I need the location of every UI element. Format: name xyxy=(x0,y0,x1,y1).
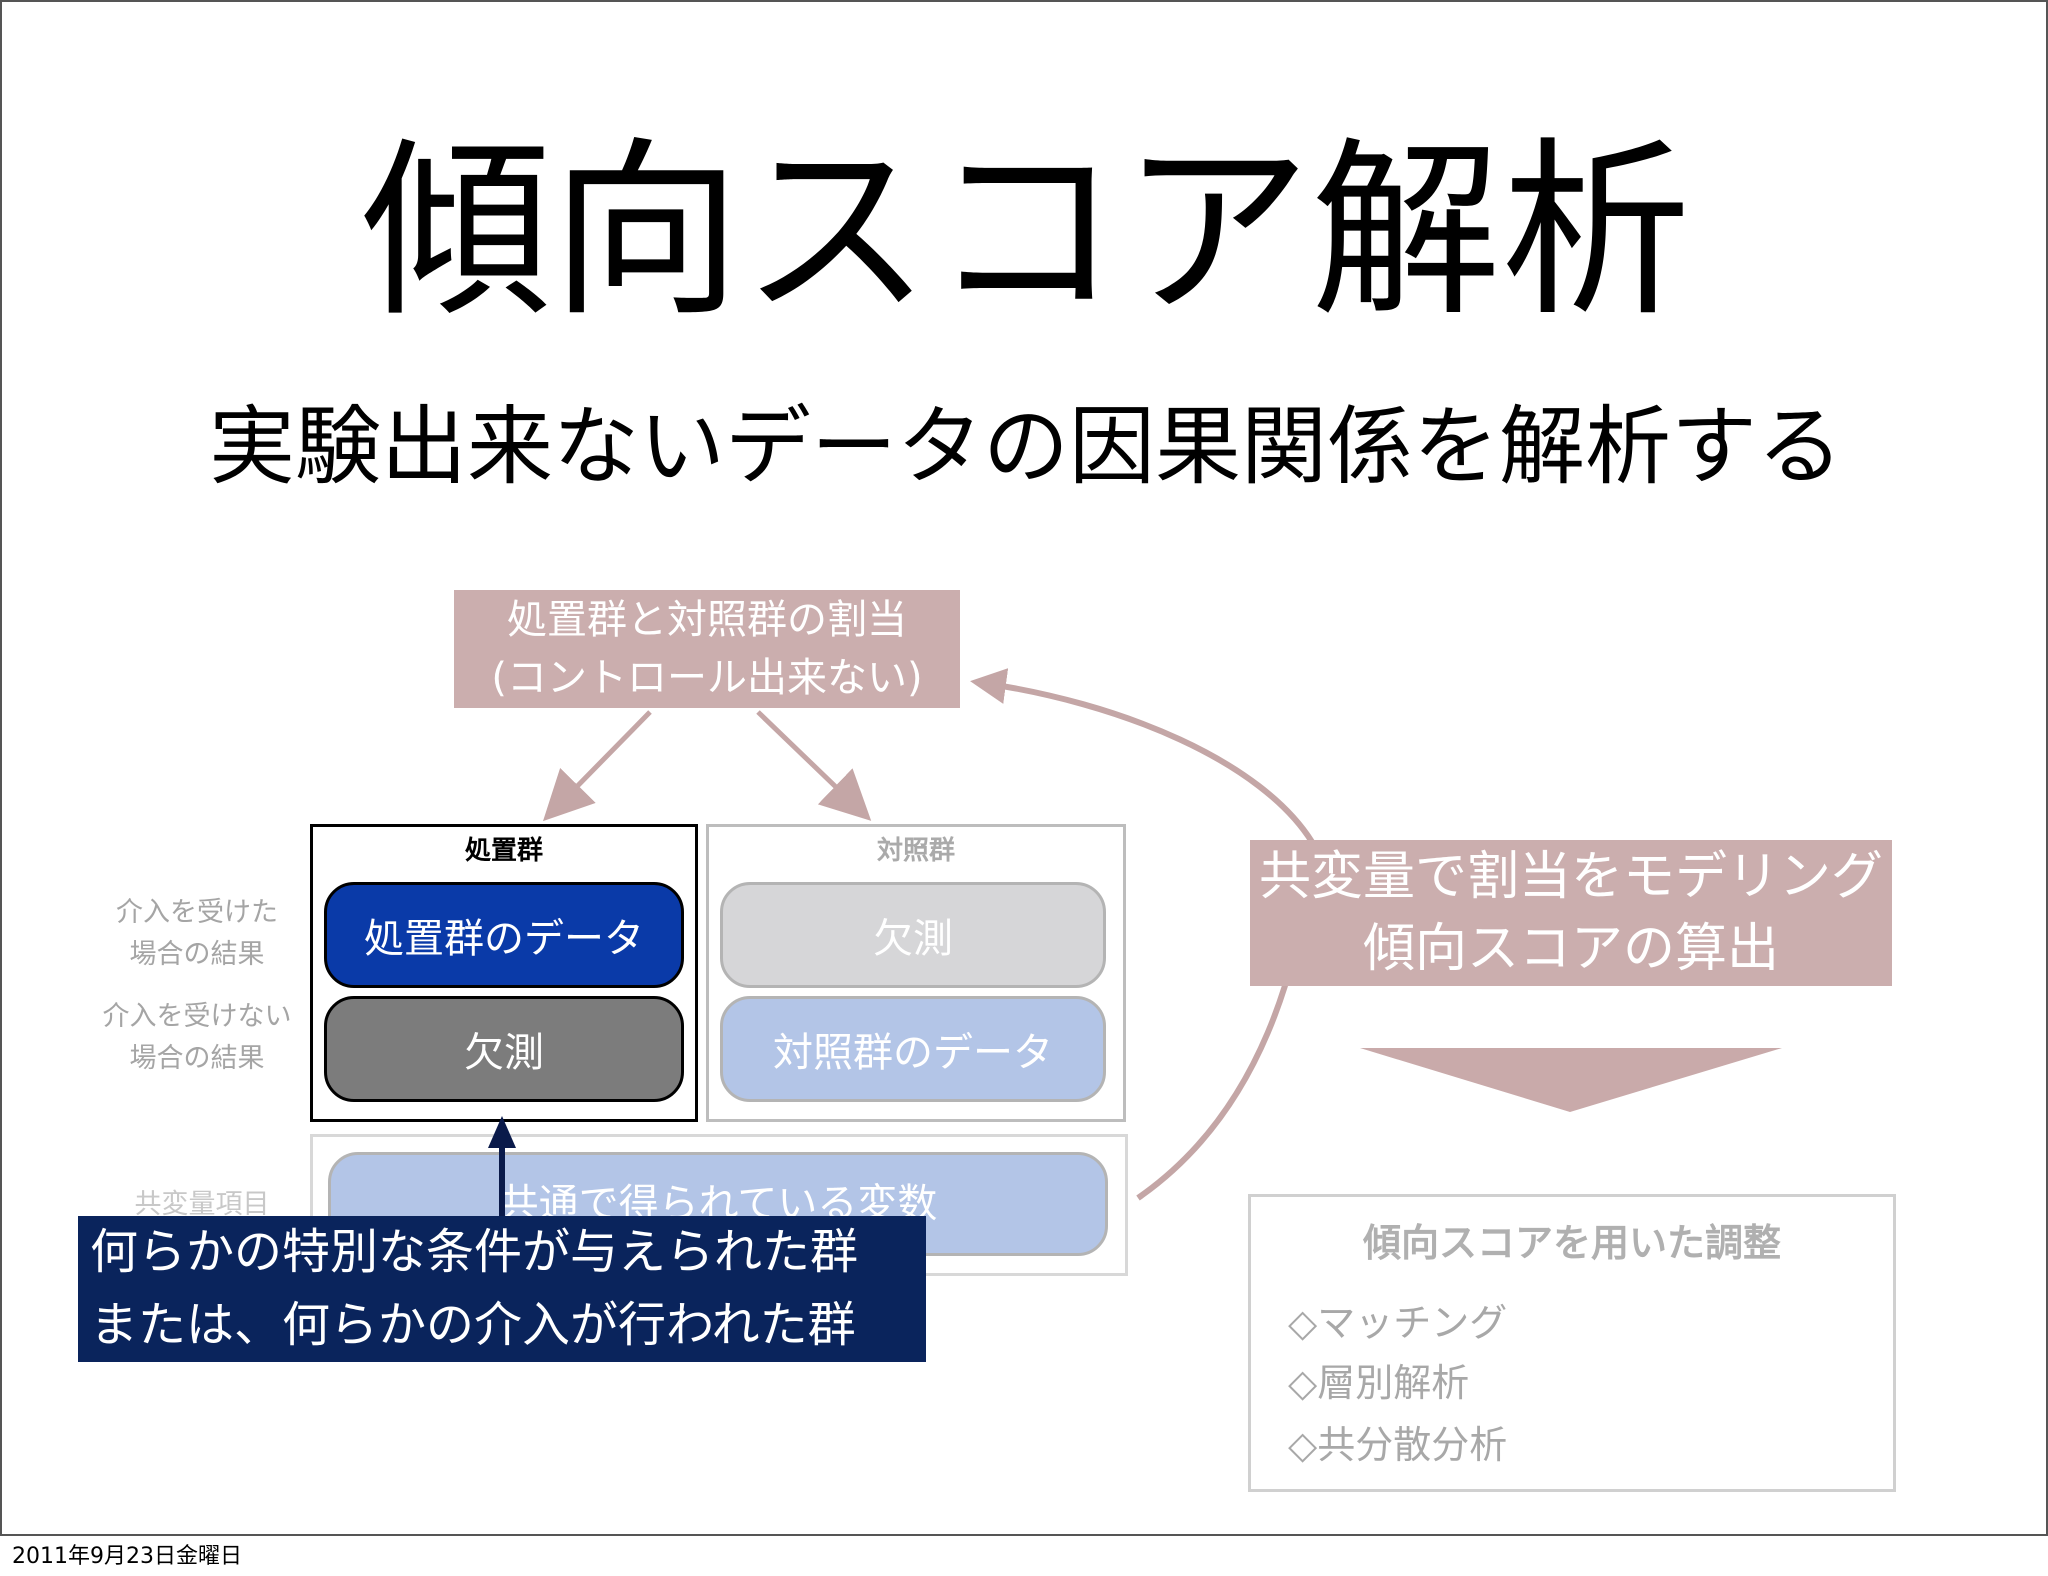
down-triangle-arrow xyxy=(1360,1048,1782,1112)
control-group-title: 対照群 xyxy=(876,836,955,866)
arrow-to-control xyxy=(756,710,872,821)
control-missing-pill: 欠測 xyxy=(720,882,1106,988)
callout-pointer-arrow xyxy=(488,1116,516,1226)
row-label-covariates: 共変量項目 xyxy=(134,1189,270,1220)
callout-line2: または、何らかの介入が行われた群 xyxy=(90,1297,856,1353)
adjustment-item-ancova: ◇共分散分析 xyxy=(1288,1423,1508,1467)
modeling-line1: 共変量で割当をモデリング xyxy=(1258,847,1883,907)
footer-date: 2011年9月23日金曜日 xyxy=(12,1544,242,1569)
assignment-box: 処置群と対照群の割当 (コントロール出来ない) xyxy=(454,590,960,708)
modeling-line2: 傾向スコアの算出 xyxy=(1362,919,1779,979)
adjustment-frame xyxy=(1248,1194,1896,1492)
adjustment-item-matching: ◇マッチング xyxy=(1288,1301,1508,1345)
row-label-treated: 介入を受けた 場合の結果 xyxy=(92,892,302,976)
assignment-line2: (コントロール出来ない) xyxy=(491,655,923,701)
treated-group-title: 処置群 xyxy=(464,836,543,866)
adjustment-title: 傾向スコアを用いた調整 xyxy=(1362,1221,1781,1265)
slide-title: 傾向スコア解析 xyxy=(360,121,1691,342)
treated-data-pill: 処置群のデータ xyxy=(324,882,684,988)
row-label-treated-line1: 介入を受けた xyxy=(116,897,278,928)
slide-subtitle: 実験出来ないデータの因果関係を解析する xyxy=(209,397,1843,497)
modeling-box: 共変量で割当をモデリング 傾向スコアの算出 xyxy=(1250,840,1892,986)
row-label-untreated-line1: 介入を受けない xyxy=(102,1001,292,1032)
row-label-treated-line2: 場合の結果 xyxy=(129,939,265,970)
assignment-line1: 処置群と対照群の割当 xyxy=(507,597,907,643)
adjustment-item-stratification: ◇層別解析 xyxy=(1288,1361,1470,1405)
row-label-untreated-line2: 場合の結果 xyxy=(129,1043,265,1074)
treated-missing-pill: 欠測 xyxy=(324,996,684,1102)
control-data-pill: 対照群のデータ xyxy=(720,996,1106,1102)
slide: 傾向スコア解析 実験出来ないデータの因果関係を解析する 処置群と対照群の割当 (… xyxy=(0,0,2048,1536)
callout-line1: 何らかの特別な条件が与えられた群 xyxy=(90,1224,859,1280)
callout-box: 何らかの特別な条件が与えられた群 または、何らかの介入が行われた群 xyxy=(78,1216,926,1362)
row-label-untreated: 介入を受けない 場合の結果 xyxy=(82,996,312,1080)
arrow-to-treated xyxy=(542,710,652,822)
